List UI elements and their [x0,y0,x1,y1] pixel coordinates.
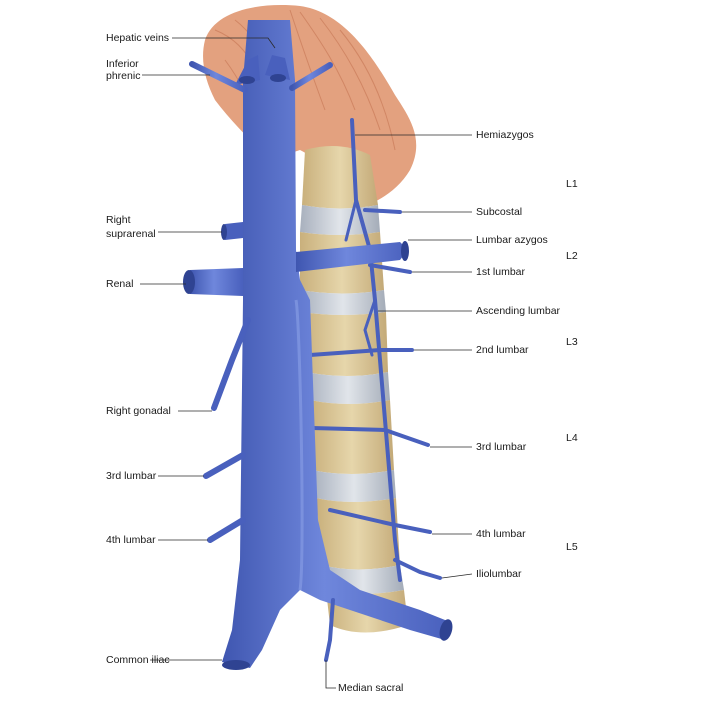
level-l3: L3 [566,336,578,348]
hepatic-veins[interactable] [235,55,290,85]
level-l5: L5 [566,541,578,553]
right-lumbar-veins[interactable] [203,452,246,543]
right-common-iliac-end [222,660,250,670]
level-l2: L2 [566,250,578,262]
right-gonadal-vein[interactable] [211,317,251,411]
label-left-fourth-lumbar: 4th lumbar [476,528,526,540]
label-right-fourth-lumbar: 4th lumbar [106,534,156,546]
inferior-vena-cava[interactable] [222,20,450,668]
vertebra-l5 [316,498,400,570]
right-suprarenal-vein[interactable] [221,222,243,240]
left-common-iliac-end [439,619,453,641]
level-l1: L1 [566,178,578,190]
label-left-third-lumbar: 3rd lumbar [476,441,527,453]
ascending-lumbar-chain [308,118,442,582]
label-right-third-lumbar: 3rd lumbar [106,470,157,482]
label-subcostal: Subcostal [476,206,523,218]
label-hemiazygos: Hemiazygos [476,129,534,141]
label-first-lumbar: 1st lumbar [476,266,526,278]
label-iliolumbar: Iliolumbar [476,568,522,580]
disc-l2 [300,290,386,315]
label-median-sacral: Median sacral [338,682,404,694]
median-sacral-vein[interactable] [324,598,335,662]
level-l4: L4 [566,432,578,444]
renal-veins[interactable] [183,241,409,296]
inferior-phrenic-veins[interactable] [189,61,333,93]
vertebra-l1 [302,146,378,209]
label-common-iliac: Common iliac [106,654,170,666]
leader-lines [140,37,473,689]
label-lumbar-azygos: Lumbar azygos [476,234,548,246]
label-inferior-phrenic-line1: Inferior [106,58,139,70]
label-hepatic-veins: Hepatic veins [106,32,170,44]
label-right-gonadal: Right gonadal [106,405,171,417]
label-inferior-phrenic-line2: phrenic [106,70,141,82]
label-renal: Renal [106,278,134,290]
label-ascending-lumbar: Ascending lumbar [476,305,561,317]
label-second-lumbar: 2nd lumbar [476,344,529,356]
label-right-suprarenal-line1: Right [106,214,131,226]
disc-l3 [306,372,390,404]
vertebra-l4 [310,400,394,474]
label-right-suprarenal-line2: suprarenal [106,228,156,240]
disc-l4 [312,470,396,502]
